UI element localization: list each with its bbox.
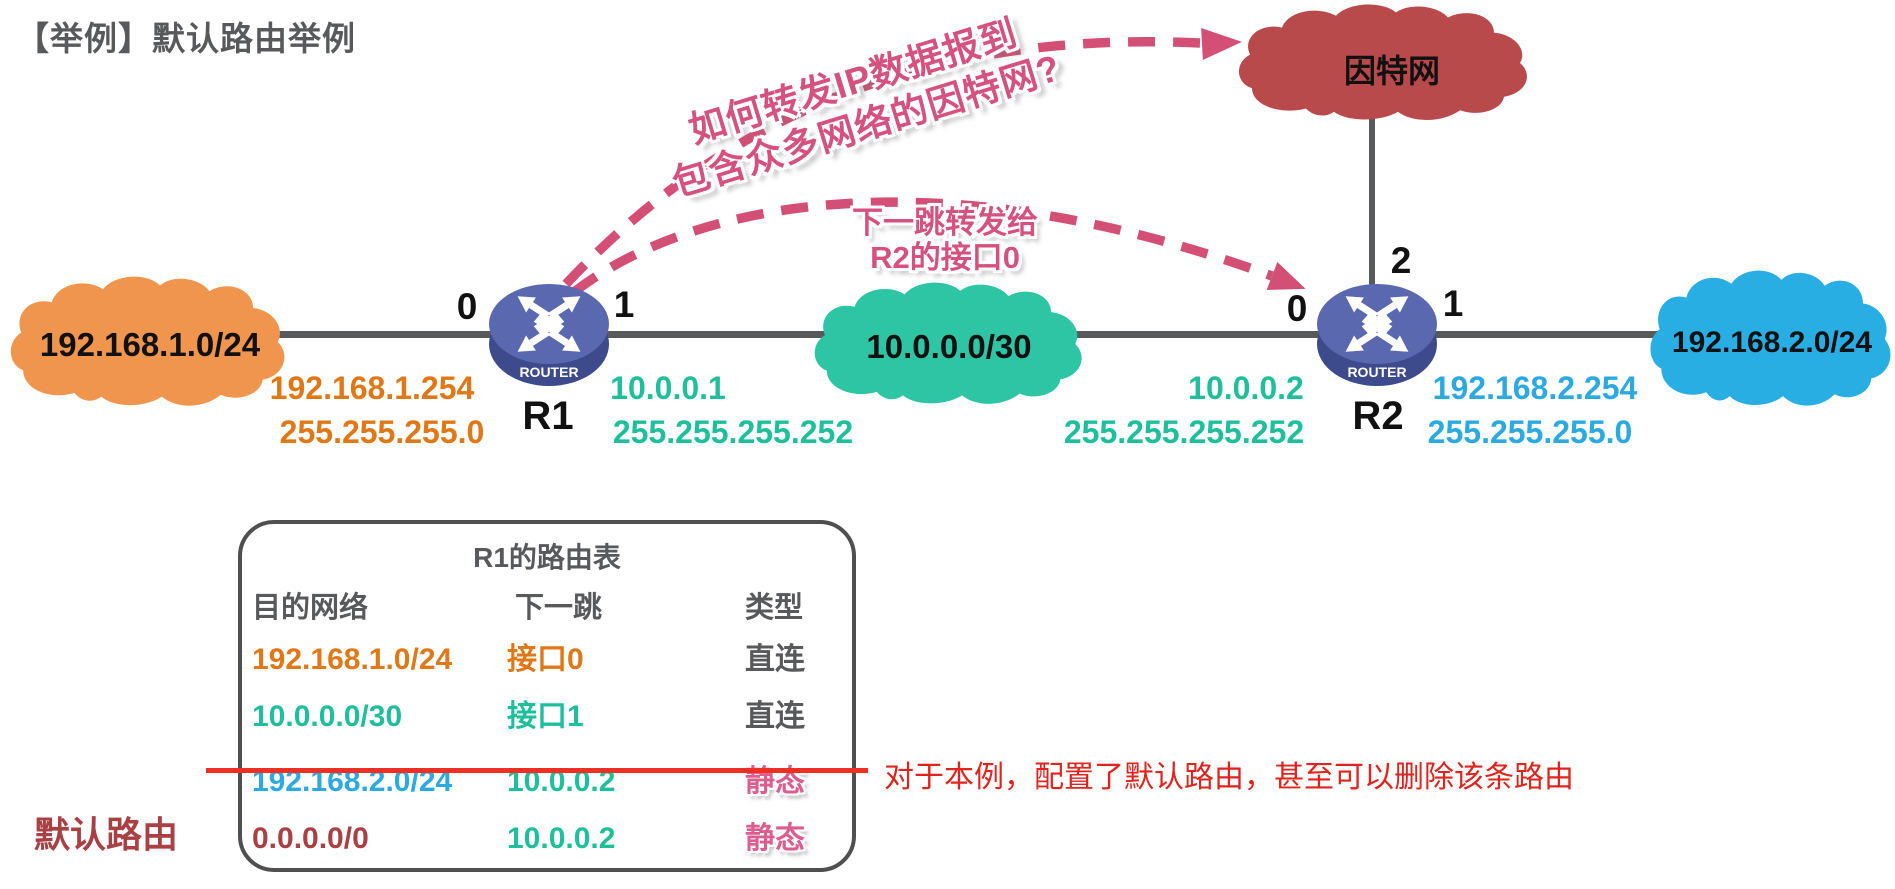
route-nexthop: 10.0.0.2 [507, 822, 616, 855]
r1-if1-mask: 255.255.255.252 [612, 414, 854, 450]
strike-note: 对于本例，配置了默认路由，甚至可以删除该条路由 [884, 761, 1574, 794]
r2-interface-0: 0 [1286, 288, 1308, 329]
cloud-lan2-label: 192.168.2.0/24 [1671, 326, 1873, 359]
cloud-wan-label: 10.0.0.0/30 [866, 328, 1032, 365]
router-r1-badge: ROUTER [519, 364, 578, 380]
r1-interface-1: 1 [613, 284, 635, 325]
router-r1-name: R1 [522, 394, 574, 438]
r2-if1-mask: 255.255.255.0 [1427, 414, 1633, 450]
arrowhead-r2 [1266, 261, 1306, 291]
header-type: 类型 [745, 592, 804, 624]
arrow-to-internet [562, 37, 1201, 288]
nexthop-line1: 下一跳转发给 [852, 205, 1038, 240]
router-r2-badge: ROUTER [1347, 364, 1406, 380]
route-dest: 192.168.1.0/24 [252, 643, 453, 676]
arrow-to-r2 [571, 197, 1274, 296]
route-row-lan1: 192.168.1.0/24 接口0 直连 [252, 634, 846, 678]
nexthop-line2: R2的接口0 [870, 240, 1020, 276]
route-nexthop: 接口1 [507, 700, 584, 733]
cloud-internet-label: 因特网 [1343, 53, 1441, 89]
route-type: 直连 [745, 643, 805, 676]
page-title: 【举例】默认路由举例 [16, 20, 356, 57]
route-row-default: 0.0.0.0/0 10.0.0.2 静态 [252, 813, 846, 857]
r1-if0-mask: 255.255.255.0 [279, 414, 485, 450]
header-dest: 目的网络 [252, 592, 369, 624]
internet-link-line [1369, 98, 1375, 303]
default-route-label: 默认路由 [34, 814, 179, 855]
route-type: 静态 [745, 822, 805, 855]
router-r2-icon: ROUTER [1317, 284, 1437, 386]
r1-if0-ip: 192.168.1.254 [269, 370, 475, 406]
route-dest: 10.0.0.0/30 [252, 700, 403, 733]
cloud-lan1-label: 192.168.1.0/24 [39, 326, 261, 363]
routing-table-title: R1的路由表 [473, 542, 621, 573]
router-r2-name: R2 [1352, 394, 1404, 438]
r2-interface-1: 1 [1442, 283, 1464, 324]
strikethrough-line [206, 768, 868, 773]
router-r1-icon: ROUTER [489, 284, 609, 386]
r2-interface-2: 2 [1390, 240, 1412, 281]
route-nexthop: 接口0 [507, 643, 584, 676]
route-row-wan: 10.0.0.0/30 接口1 直连 [252, 691, 846, 735]
r2-if1-ip: 192.168.2.254 [1432, 370, 1638, 406]
route-type: 直连 [745, 700, 805, 733]
r1-if1-ip: 10.0.0.1 [610, 370, 726, 406]
r2-if0-ip: 10.0.0.2 [1188, 370, 1304, 406]
arrowhead-internet [1201, 28, 1242, 60]
routing-table: R1的路由表 目的网络 下一跳 类型 192.168.1.0/24 接口0 直连… [238, 520, 856, 872]
r1-interface-0: 0 [456, 286, 478, 327]
header-nexthop: 下一跳 [515, 592, 603, 624]
routing-table-header: 目的网络 下一跳 类型 [252, 584, 846, 626]
nexthop-annotation: 下一跳转发给 R2的接口0 [795, 205, 1095, 275]
route-dest: 0.0.0.0/0 [252, 822, 369, 855]
r2-if0-mask: 255.255.255.252 [1063, 414, 1305, 450]
